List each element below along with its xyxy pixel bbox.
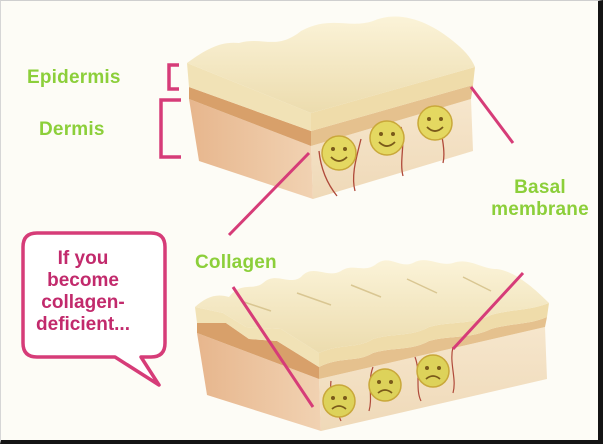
- dermis-bracket: [161, 100, 181, 157]
- basal-membrane-label: Basal membrane: [485, 177, 595, 221]
- epidermis-label: Epidermis: [27, 67, 121, 89]
- healthy-skin-block: [187, 17, 475, 199]
- epidermis-bracket: [169, 65, 179, 89]
- speech-bubble-text: If you become collagen- deficient...: [27, 248, 139, 336]
- dermis-label: Dermis: [39, 119, 105, 141]
- deficient-skin-block: [195, 260, 549, 431]
- collagen-label: Collagen: [195, 252, 277, 274]
